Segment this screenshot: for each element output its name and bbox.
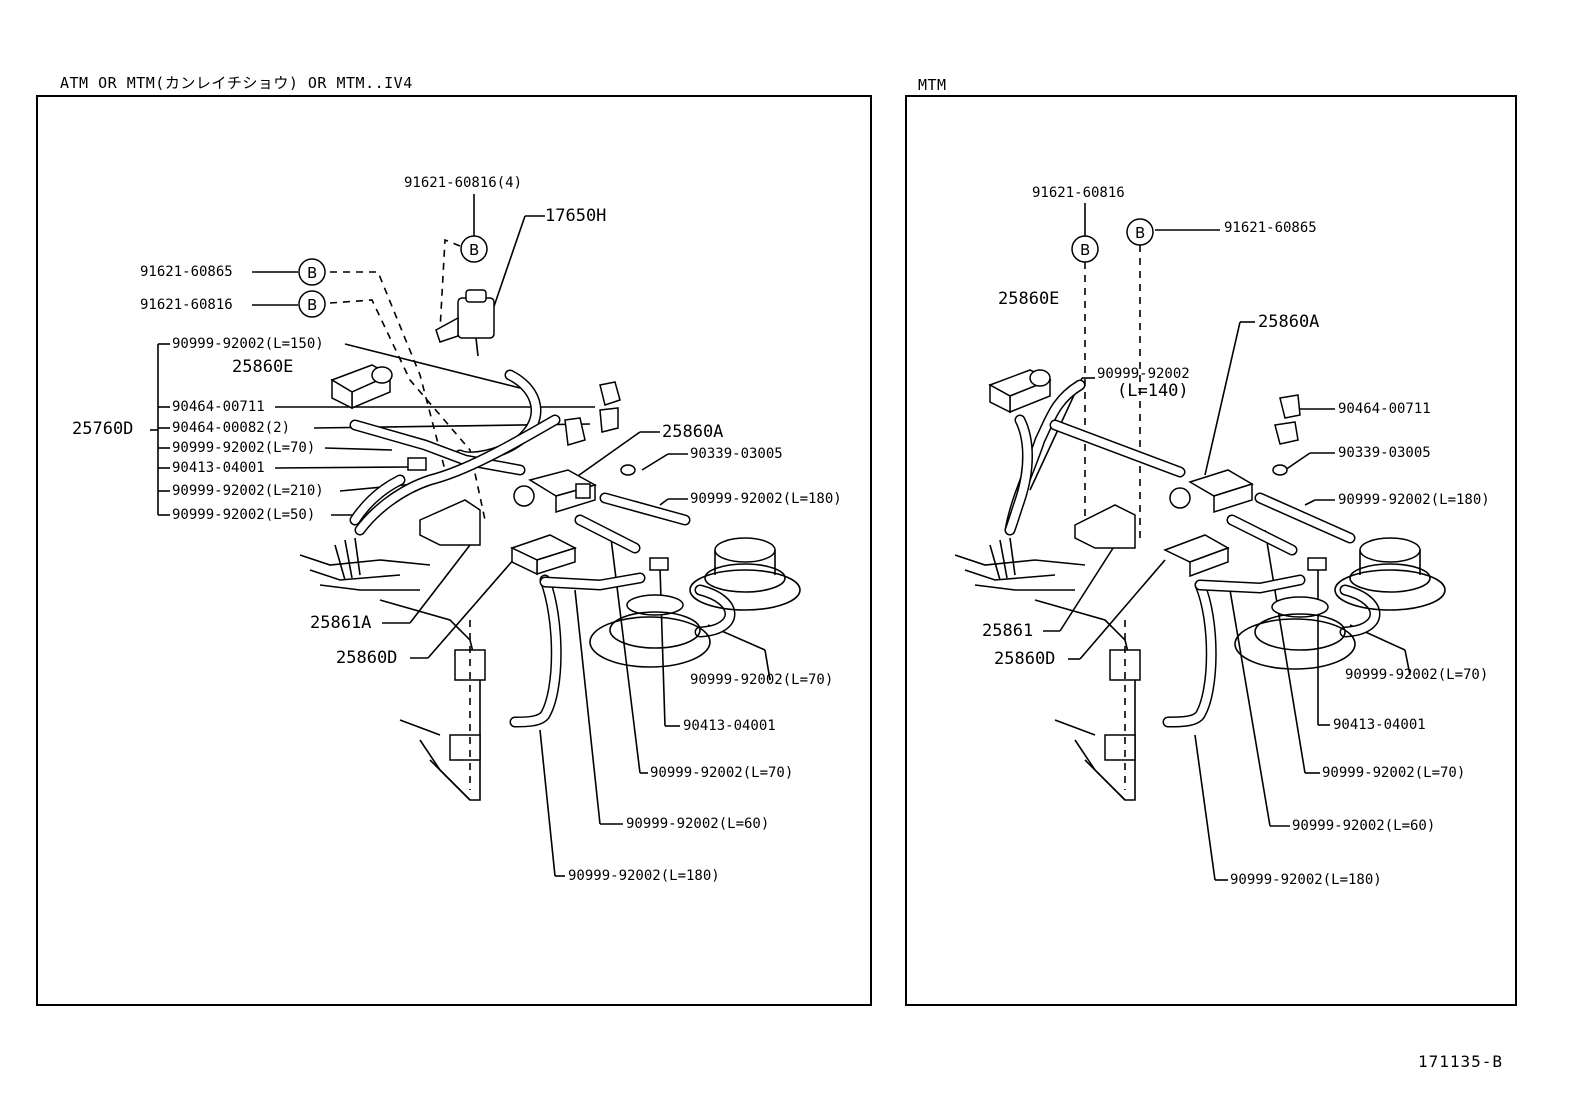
left-part-hose-l150: 90999-92002(L=150) [172,336,324,352]
left-part-hose-l210: 90999-92002(L=210) [172,483,324,499]
left-part-25760d: 25760D [72,419,134,439]
svg-text:B: B [307,264,317,282]
right-part-90413-04001: 90413-04001 [1333,717,1426,733]
left-callout-b-2: B [298,258,326,286]
left-part-25860a: 25860A [662,422,724,442]
svg-text:B: B [1080,241,1090,259]
left-part-hose-l70-c: 90999-92002(L=70) [650,765,794,781]
left-vsv-25860d [510,534,577,576]
right-part-hose: 90999-92002 [1097,366,1190,382]
left-part-90413-04001-b: 90413-04001 [683,718,776,734]
right-part-hose-l140: (L=140) [1117,381,1189,401]
svg-text:B: B [1135,224,1145,242]
left-diagram-panel [36,95,872,1006]
left-part-17650h: 17650H [545,206,607,226]
left-part-hose-l60: 90999-92002(L=60) [626,816,770,832]
right-components [988,369,1327,578]
left-part-hose-l180-a: 90999-92002(L=180) [690,491,842,507]
svg-text:B: B [307,296,317,314]
right-part-hose-l180-b: 90999-92002(L=180) [1230,872,1382,888]
left-vsv-17650h [435,289,495,357]
right-part-90339-03005: 90339-03005 [1338,445,1431,461]
left-part-25860d: 25860D [336,648,398,668]
left-clamps [407,381,669,571]
left-part-90464-00082: 90464-00082(2) [172,420,291,436]
right-callout-b-1: B [1071,235,1099,263]
left-part-91621-60816: 91621-60816 [140,297,233,313]
left-hoses [349,369,736,728]
left-part-91621-60816-4: 91621-60816(4) [404,175,523,191]
left-panel-title: ATM OR MTM(カンレイチショウ) OR MTM..IV4 [60,74,413,92]
right-part-hose-l70-a: 90999-92002(L=70) [1345,667,1489,683]
right-part-25860d: 25860D [994,649,1056,669]
left-vsv-25860a [513,469,597,514]
left-callout-b-3: B [298,290,326,318]
left-vsv-25860e [330,364,393,410]
right-part-hose-l60: 90999-92002(L=60) [1292,818,1436,834]
right-part-hose-l180-a: 90999-92002(L=180) [1338,492,1490,508]
left-part-25860e: 25860E [232,357,294,377]
diagram-code: 171135-B [1418,1052,1504,1071]
left-part-hose-l180-b: 90999-92002(L=180) [568,868,720,884]
left-part-90339-03005: 90339-03005 [690,446,783,462]
right-dashed-lines [1084,245,1141,540]
left-part-90413-04001-a: 90413-04001 [172,460,265,476]
right-part-90464-00711: 90464-00711 [1338,401,1431,417]
right-part-91621-60816: 91621-60816 [1032,185,1125,201]
left-part-hose-l50: 90999-92002(L=50) [172,507,316,523]
right-part-25860e: 25860E [998,289,1060,309]
right-part-hose-l70-b: 90999-92002(L=70) [1322,765,1466,781]
left-callout-b-1: B [460,235,488,263]
right-diagram-panel [905,95,1517,1006]
right-callout-b-2: B [1126,218,1154,246]
right-part-25861: 25861 [982,621,1034,641]
left-bracket-25861a [419,499,481,546]
right-part-25860a: 25860A [1258,312,1320,332]
right-panel-title: MTM [918,76,947,94]
right-hoses [1004,379,1381,728]
left-part-hose-l70-b: 90999-92002(L=70) [690,672,834,688]
right-part-91621-60865: 91621-60865 [1224,220,1317,236]
svg-text:B: B [469,241,479,259]
left-engine-sketch [299,537,801,801]
right-engine-sketch [954,537,1446,801]
left-part-hose-l70-a: 90999-92002(L=70) [172,440,316,456]
left-dashed-lines [329,238,486,521]
left-part-90464-00711: 90464-00711 [172,399,265,415]
left-part-25861a: 25861A [310,613,372,633]
left-part-91621-60865: 91621-60865 [140,264,233,280]
